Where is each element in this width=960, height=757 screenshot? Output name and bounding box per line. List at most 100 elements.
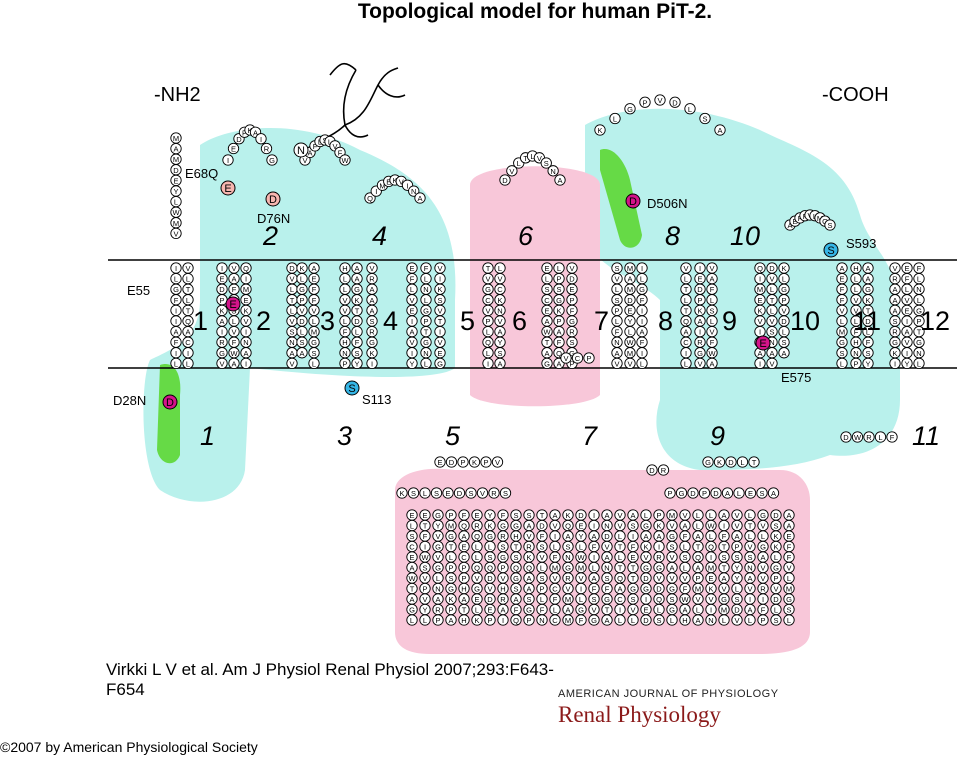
residue-letter: G: [448, 532, 454, 541]
residue-letter: S: [773, 522, 778, 531]
residue-letter: A: [725, 489, 730, 498]
residue-letter: A: [786, 511, 791, 520]
residue-letter: G: [760, 543, 766, 552]
residue-letter: I: [554, 532, 556, 541]
residue-letter: L: [540, 595, 544, 604]
residue-e575-letter: E: [759, 338, 766, 350]
residue-letter: T: [748, 522, 753, 531]
residue: [554, 174, 566, 186]
residue: [419, 487, 431, 499]
residue: [679, 614, 691, 626]
residue-letter: V: [643, 553, 648, 562]
residue-letter: A: [409, 564, 414, 573]
residue-s593-letter: S: [827, 245, 834, 257]
residue-letter: P: [569, 359, 574, 368]
residue-letter: M: [757, 285, 763, 294]
residue: [874, 431, 887, 443]
residue-letter: G: [591, 616, 597, 625]
residue-letter: I: [245, 359, 247, 368]
residue-letter: G: [354, 285, 360, 294]
residue-letter: H: [682, 616, 687, 625]
residue-letter: D: [769, 264, 775, 273]
residue-letter: P: [586, 354, 591, 363]
residue-letter: A: [769, 349, 774, 358]
residue-letter: P: [461, 564, 466, 573]
residue-letter: M: [565, 616, 571, 625]
residue-letter: S: [565, 543, 570, 552]
residue-letter: A: [760, 553, 765, 562]
residue: [594, 124, 606, 136]
residue-letter: K: [299, 264, 304, 273]
residue: [216, 357, 228, 370]
residue-letter: P: [667, 489, 672, 498]
residue-letter: V: [474, 574, 479, 583]
residue-letter: S: [709, 306, 714, 315]
residue-letter: P: [781, 296, 786, 305]
residue-letter: E: [173, 176, 178, 185]
residue-letter: L: [424, 296, 428, 305]
residue-letter: V: [614, 359, 619, 368]
residue-letter: T: [462, 606, 467, 615]
journal-name-big: Renal Physiology: [558, 702, 721, 727]
residue-letter: I: [723, 522, 725, 531]
residue-letter: I: [371, 359, 373, 368]
residue-letter: L: [854, 275, 858, 284]
residue: [653, 614, 665, 626]
residue-letter: I: [762, 595, 764, 604]
residue-letter: R: [500, 595, 506, 604]
residue-letter: N: [708, 616, 713, 625]
residue-letter: T: [486, 264, 491, 273]
residue-letter: L: [631, 616, 635, 625]
residue-letter: L: [436, 574, 440, 583]
residue-letter: R: [565, 574, 571, 583]
residue-letter: F: [540, 606, 545, 615]
residue-letter: T: [186, 306, 191, 315]
residue-letter: P: [448, 564, 453, 573]
residue-letter: S: [513, 511, 518, 520]
residue-letter: E: [231, 145, 236, 154]
residue-letter: W: [341, 156, 349, 165]
residue-letter: V: [173, 229, 178, 238]
citation: Virkki L V et al. Am J Physiol Renal Phy…: [106, 660, 554, 699]
residue-letter: L: [557, 264, 561, 273]
residue-letter: F: [683, 585, 688, 594]
residue-letter: A: [721, 574, 726, 583]
residue-letter: R: [369, 328, 375, 337]
residue-letter: T: [186, 285, 191, 294]
residue-letter: E: [544, 264, 549, 273]
residue-letter: L: [917, 359, 921, 368]
residue-letter: F: [710, 338, 715, 347]
residue-letter: G: [679, 489, 685, 498]
residue-letter: P: [487, 616, 492, 625]
residue: [562, 614, 574, 626]
residue-letter: R: [697, 338, 703, 347]
residue-letter: P: [342, 359, 347, 368]
residue: [713, 456, 726, 468]
residue-letter: A: [656, 532, 661, 541]
residue-letter: Q: [474, 564, 480, 573]
residue-letter: S: [411, 489, 416, 498]
residue: [497, 614, 509, 626]
residue-letter: S: [556, 285, 561, 294]
residue: [434, 357, 446, 370]
residue-d28: [162, 394, 178, 410]
residue: [366, 357, 378, 370]
residue-letter: A: [747, 606, 752, 615]
residue-letter: S: [526, 595, 531, 604]
residue-letter: A: [683, 328, 688, 337]
residue-letter: M: [173, 155, 179, 164]
residue-letter: A: [513, 595, 518, 604]
residue-letter: E: [627, 306, 632, 315]
residue-letter: D: [457, 489, 463, 498]
residue-letter: S: [734, 553, 739, 562]
residue: [468, 456, 481, 468]
residue-letter: N: [916, 349, 921, 358]
residue-letter: E: [437, 458, 442, 467]
residue-letter: V: [769, 317, 774, 326]
residue-letter: K: [656, 522, 661, 531]
residue-letter: K: [757, 306, 762, 315]
residue-letter: L: [670, 616, 674, 625]
residue-letter: N: [769, 338, 774, 347]
residue-letter: N: [565, 553, 570, 562]
residue-letter: A: [354, 264, 359, 273]
